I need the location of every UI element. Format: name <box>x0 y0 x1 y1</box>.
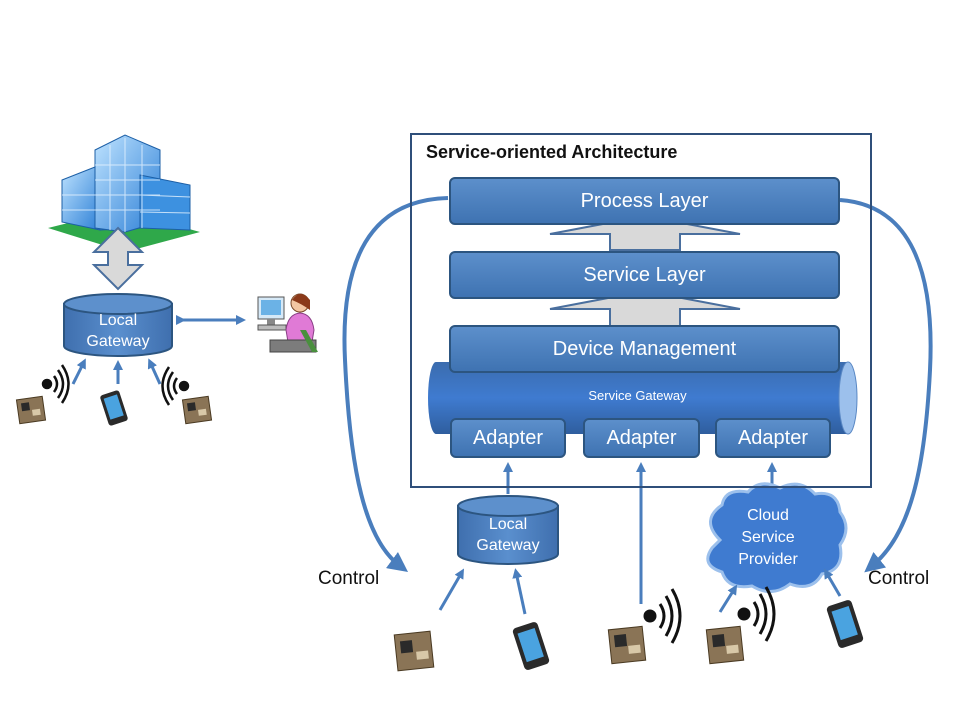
device-arrow <box>71 358 86 385</box>
smartphone-icon <box>512 622 550 670</box>
cloud-shape <box>706 482 848 593</box>
soa-frame <box>410 133 872 488</box>
adapter-1: Adapter <box>450 418 566 458</box>
adapter-2: Adapter <box>583 418 700 458</box>
control-label-right: Control <box>868 568 930 589</box>
service-layer: Service Layer <box>449 251 840 299</box>
service-gateway-bus <box>428 361 858 435</box>
wireless-signal-icon <box>643 588 682 644</box>
wireless-signal-icon <box>41 364 70 404</box>
cloud-line2: Service <box>741 529 795 546</box>
control-curve-right <box>839 198 933 573</box>
control-label-left: Control <box>318 568 380 589</box>
local-gateway-bottom-line2: Gateway <box>476 537 540 554</box>
service-gateway-label: Service Gateway <box>588 388 687 403</box>
local-gateway-left-db <box>63 293 173 357</box>
smartphone-icon <box>826 600 864 648</box>
double-arrow-vertical <box>91 226 145 291</box>
sensor-board-icon <box>181 395 213 425</box>
building-icon <box>48 134 200 252</box>
wireless-signal-icon <box>161 366 190 406</box>
device-arrow <box>718 584 738 613</box>
device-arrow <box>512 568 527 615</box>
adapter-3: Adapter <box>715 418 831 458</box>
local-gateway-left-label: Local Gateway <box>64 310 172 352</box>
cloud-line1: Cloud <box>747 507 789 524</box>
sensor-board-icon <box>607 625 647 665</box>
local-gateway-left-line1: Local <box>98 312 138 329</box>
device-arrow <box>147 358 162 385</box>
local-gateway-bottom-line1: Local <box>488 516 528 533</box>
cloud-service-provider-label: Cloud Service Provider <box>712 505 824 571</box>
soa-title: Service-oriented Architecture <box>426 142 678 162</box>
device-management-layer: Device Management <box>449 325 840 373</box>
control-curve-left <box>342 196 449 572</box>
wireless-signal-icon <box>737 586 776 642</box>
local-gateway-bottom-label: Local Gateway <box>458 514 558 556</box>
device-arrow <box>438 568 465 611</box>
smartphone-icon <box>100 390 128 426</box>
person-computer-icon <box>257 293 318 353</box>
sensor-board-icon <box>705 625 745 665</box>
cloud-line3: Provider <box>738 551 798 568</box>
local-gateway-left-line2: Gateway <box>86 333 150 350</box>
sensor-board-icon <box>393 630 435 672</box>
sensor-board-icon <box>15 395 47 425</box>
local-gateway-bottom-db <box>457 495 559 565</box>
device-arrow <box>823 568 842 597</box>
process-layer: Process Layer <box>449 177 840 225</box>
